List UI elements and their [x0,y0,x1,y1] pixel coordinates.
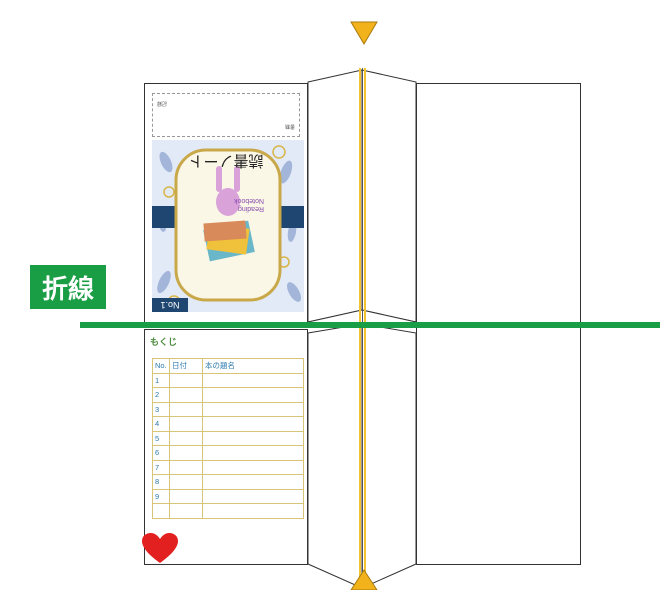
header-label-2: 記録 [157,100,168,106]
toc-row-date [169,474,203,490]
toc-row-title [202,416,304,432]
triangle-up-icon [350,569,378,590]
toc-row-date [169,372,203,388]
toc-row-title [202,387,304,403]
toc-row-number: 1 [152,372,170,388]
fold-line-label: 折線 [30,265,106,309]
toc-row-number [152,503,170,519]
toc-row: 7 [152,459,304,475]
toc-row-title [202,503,304,519]
toc-row-date [169,503,203,519]
toc-row-number: 5 [152,430,170,446]
toc-row-number: 6 [152,445,170,461]
toc-header-no: No. [152,358,170,374]
toc-row-number: 9 [152,488,170,504]
toc-row [152,503,304,519]
toc-header-title: 本の題名 [202,358,304,374]
toc-row-title [202,459,304,475]
heart-icon [142,533,178,563]
toc-row: 1 [152,372,304,388]
volume-tag: No.1 [152,298,188,312]
fold-line [80,322,660,328]
toc-row: 6 [152,445,304,461]
toc-row-title [202,372,304,388]
toc-title: もくじ [150,337,178,347]
toc-row-title [202,474,304,490]
toc-row-date [169,401,203,417]
badge-line-1: Reading [237,205,264,212]
header-label-1: 書籍 [284,123,295,129]
toc-row-date [169,430,203,446]
fold-crease-graphic [307,68,417,588]
toc-row: 3 [152,401,304,417]
toc-row-number: 4 [152,416,170,432]
toc-row-number: 7 [152,459,170,475]
toc-row: 8 [152,474,304,490]
toc-row: 2 [152,387,304,403]
toc-row-number: 3 [152,401,170,417]
toc-row-date [169,459,203,475]
floral-pattern [152,140,304,312]
triangle-down-icon [350,21,378,45]
toc-header-date: 日付 [169,358,203,374]
toc-row-number: 2 [152,387,170,403]
cover-title: 読書ノート [188,152,264,169]
toc-row-number: 8 [152,474,170,490]
toc-row-title [202,401,304,417]
badge-line-2: Notebook [234,197,264,204]
toc-row-title [202,488,304,504]
toc-row: 5 [152,430,304,446]
toc-row-title [202,445,304,461]
toc-row: 4 [152,416,304,432]
toc-row-title [202,430,304,446]
cover-artwork: 読書ノート Reading Notebook No.1 [152,140,304,312]
title-entry-box: 書籍 記録 [152,93,300,137]
toc-row-date [169,387,203,403]
cover-badge: Reading Notebook [224,196,264,212]
toc-row-date [169,416,203,432]
toc-row: 9 [152,488,304,504]
toc-row-date [169,445,203,461]
toc-row-date [169,488,203,504]
